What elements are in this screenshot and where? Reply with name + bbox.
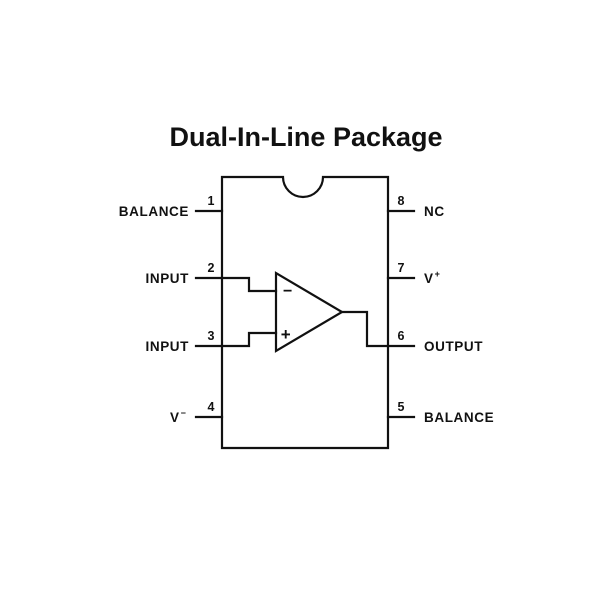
pin-2-number: 2 <box>208 261 215 275</box>
pin-8-number: 8 <box>398 194 405 208</box>
pin-7-label-text: V <box>424 271 434 286</box>
pin-2-label: INPUT <box>146 271 190 286</box>
pin-3-label: INPUT <box>146 339 190 354</box>
pin-4-label-superscript: − <box>181 408 187 418</box>
pin-1-label: BALANCE <box>119 204 189 219</box>
noninverting-symbol: + <box>281 325 292 344</box>
pin-4-label-text: V <box>170 410 180 425</box>
pin-5-label: BALANCE <box>424 410 494 425</box>
pin-7-number: 7 <box>398 261 405 275</box>
pin-8-label: NC <box>424 204 445 219</box>
package-body <box>220 175 390 450</box>
pin-7-label-superscript: + <box>435 269 441 279</box>
noninverting-input-wire <box>220 331 278 348</box>
opamp-triangle <box>274 271 345 353</box>
pin-4-number: 4 <box>208 400 215 414</box>
pin-7-label: V+ <box>424 269 440 286</box>
inverting-input-wire <box>220 276 278 293</box>
pin-6-number: 6 <box>398 329 405 343</box>
inverting-symbol: − <box>283 283 293 300</box>
pin-3-number: 3 <box>208 329 215 343</box>
pin-4-label: V− <box>170 408 186 425</box>
output-wire <box>340 310 390 348</box>
pin-6-label: OUTPUT <box>424 339 483 354</box>
pin-5-number: 5 <box>398 400 405 414</box>
diagram-title: Dual-In-Line Package <box>169 122 442 152</box>
pin-1-number: 1 <box>208 194 215 208</box>
